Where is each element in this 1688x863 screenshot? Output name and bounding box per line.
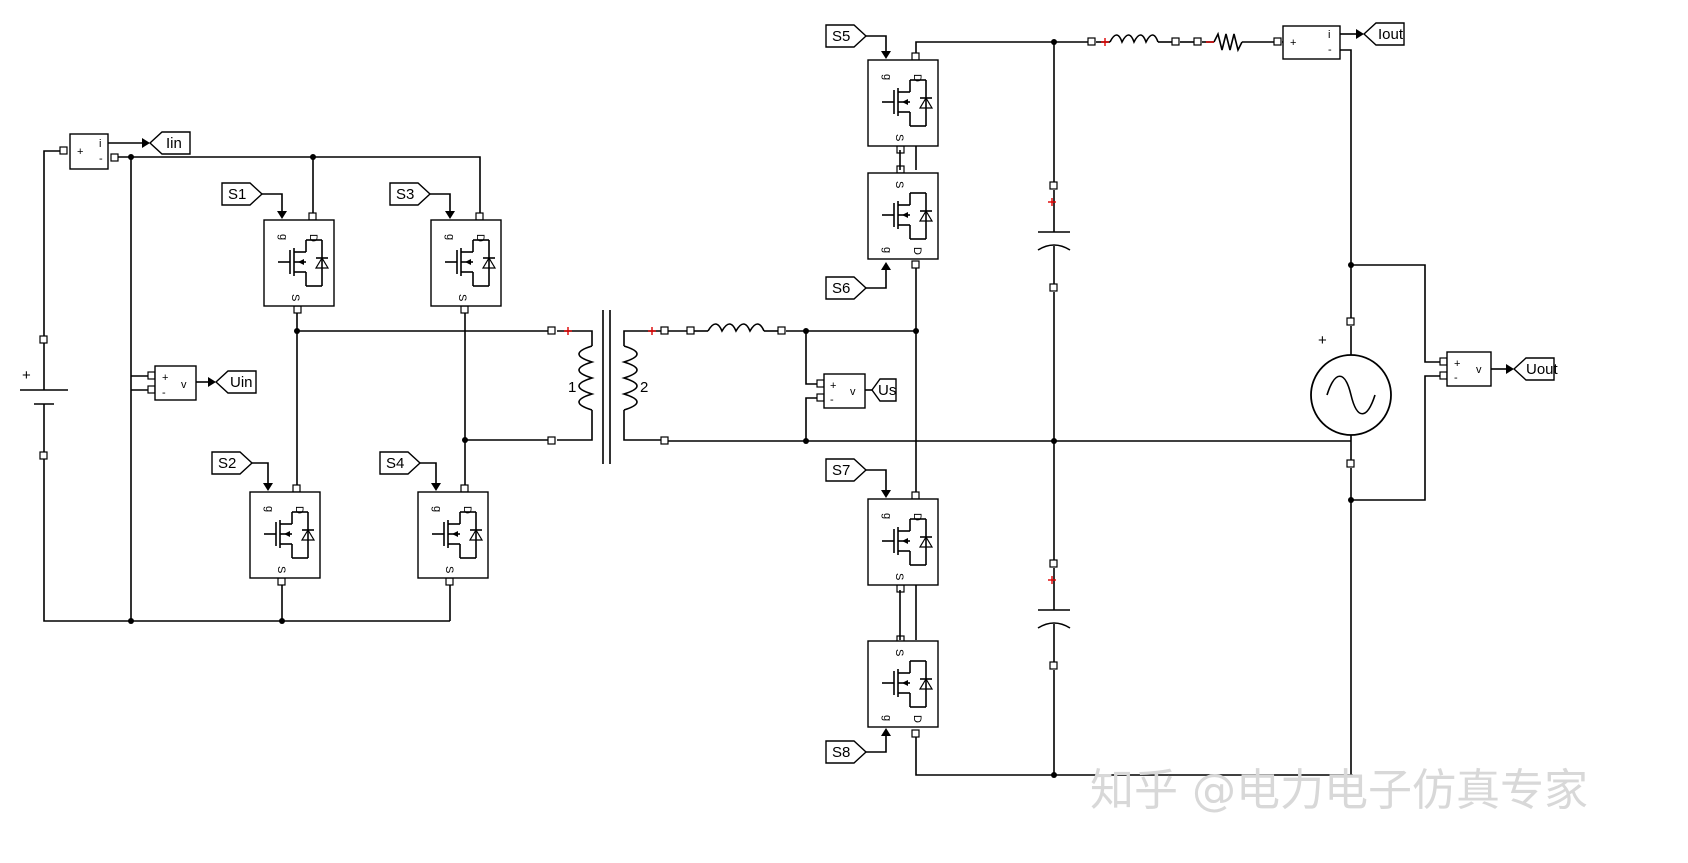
iout-i-port: i [1328, 29, 1330, 41]
gate-label: g [263, 506, 275, 512]
ac-voltage-source[interactable]: + [1310, 332, 1392, 436]
tag-s4-label: S4 [386, 455, 404, 472]
winding-2-label: 2 [640, 379, 648, 396]
uin-minus: - [162, 387, 166, 399]
tag-s2-label: S2 [218, 455, 236, 472]
gate-label: g [881, 74, 893, 80]
current-meter-iin[interactable]: + i - [69, 133, 109, 170]
tag-s5[interactable]: S5 [825, 24, 867, 48]
uout-plus: + [1454, 358, 1460, 370]
iin-minus: - [99, 153, 103, 165]
tag-iin-label: Iin [166, 135, 182, 152]
uin-v-port: v [181, 379, 187, 391]
source-label: S [893, 573, 905, 580]
current-meter-iout[interactable]: + i - [1282, 25, 1341, 60]
iout-plus: + [1290, 37, 1296, 49]
transformer[interactable]: 1 2 [568, 379, 648, 396]
gate-arrows [142, 29, 1514, 736]
mosfet-s8[interactable]: S g D [867, 640, 939, 728]
source-label: S [289, 294, 301, 301]
drain-label: D [911, 715, 923, 723]
tag-s7-label: S7 [832, 462, 850, 479]
mosfet-s7[interactable]: g D S [867, 498, 939, 586]
tag-us-label: Us [878, 382, 896, 399]
iin-i-port: i [99, 138, 101, 150]
watermark: 知乎 @电力电子仿真专家 [1090, 765, 1588, 816]
mosfet-s4[interactable]: g D S [417, 491, 489, 579]
drain-label: D [911, 513, 923, 521]
tag-iout-label: Iout [1378, 26, 1404, 43]
tag-uin[interactable]: Uin [215, 370, 257, 394]
tag-uout-label: Uout [1526, 361, 1559, 378]
drain-label: D [461, 506, 473, 514]
voltage-meter-uout[interactable]: + - v [1446, 351, 1492, 387]
gate-label: g [431, 506, 443, 512]
winding-1-label: 1 [568, 379, 576, 396]
uout-v-port: v [1476, 364, 1482, 376]
tag-s3-label: S3 [396, 186, 414, 203]
gate-label: g [277, 234, 289, 240]
source-label: S [275, 566, 287, 573]
drain-label: D [911, 247, 923, 255]
tag-us[interactable]: Us [871, 378, 897, 402]
wiring [43, 31, 1506, 776]
source-label: S [456, 294, 468, 301]
drain-label: D [474, 234, 486, 242]
tag-s8[interactable]: S8 [825, 740, 867, 764]
voltage-meter-us[interactable]: + - v [823, 373, 866, 409]
source-label: S [893, 649, 905, 656]
drain-label: D [911, 74, 923, 82]
tag-s8-label: S8 [832, 744, 850, 761]
gate-label: g [881, 715, 893, 721]
us-plus: + [830, 380, 836, 392]
us-minus: - [830, 394, 834, 406]
gate-label: g [444, 234, 456, 240]
tag-uin-label: Uin [230, 374, 253, 391]
polarity-marks [564, 38, 1214, 584]
tag-iin[interactable]: Iin [149, 131, 191, 155]
tag-iout[interactable]: Iout [1363, 22, 1405, 46]
tag-s1-label: S1 [228, 186, 246, 203]
tag-s6[interactable]: S6 [825, 276, 867, 300]
tag-s1[interactable]: S1 [221, 182, 263, 206]
drain-label: D [307, 234, 319, 242]
junctions [128, 39, 1354, 778]
ac-plus-sign: + [1318, 332, 1327, 349]
tag-s6-label: S6 [832, 280, 850, 297]
dc-plus-sign: + [22, 367, 31, 384]
mosfet-s3[interactable]: g D S [430, 219, 502, 307]
drain-label: D [293, 506, 305, 514]
us-v-port: v [850, 386, 856, 398]
gate-label: g [881, 513, 893, 519]
source-label: S [443, 566, 455, 573]
uout-minus: - [1454, 372, 1458, 384]
iin-plus: + [77, 146, 83, 158]
mosfet-s1[interactable]: g D S [263, 219, 335, 307]
tag-s2[interactable]: S2 [211, 451, 253, 475]
tag-s4[interactable]: S4 [379, 451, 421, 475]
voltage-meter-uin[interactable]: + - v [154, 365, 197, 401]
iout-minus: - [1328, 44, 1332, 56]
tag-uout[interactable]: Uout [1513, 357, 1559, 381]
dc-voltage-source[interactable]: + [20, 343, 68, 452]
source-label: S [893, 181, 905, 188]
mosfet-s6[interactable]: S g D [867, 172, 939, 260]
mosfet-s5[interactable]: g D S [867, 59, 939, 147]
mosfet-s2[interactable]: g D S [249, 491, 321, 579]
gate-label: g [881, 247, 893, 253]
tag-s7[interactable]: S7 [825, 458, 867, 482]
tag-s5-label: S5 [832, 28, 850, 45]
uin-plus: + [162, 372, 168, 384]
tag-s3[interactable]: S3 [389, 182, 431, 206]
source-label: S [893, 134, 905, 141]
